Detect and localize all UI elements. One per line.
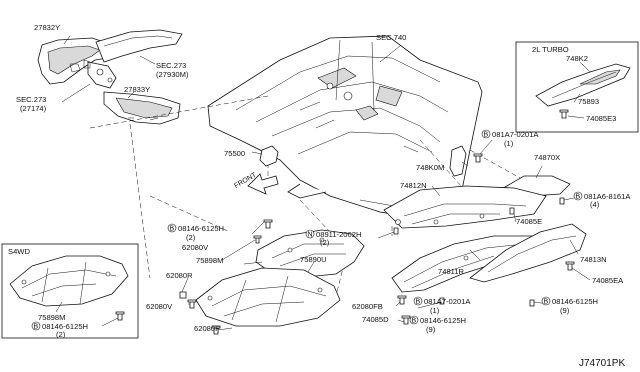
label-bolt-bm-qty: (9) [426, 325, 436, 334]
side-rail-748k0m [449, 145, 469, 177]
label-27832y: 27832Y [34, 23, 60, 32]
bolt-letter-right: B [576, 194, 581, 201]
bolt-symbol-br [541, 296, 551, 306]
bolt-letter-bm: B [412, 318, 417, 325]
label-bolt-left-qty: (2) [186, 233, 196, 242]
front-arrow [247, 173, 279, 195]
label-75890u: 75890U [300, 255, 327, 264]
cover-75898m [243, 229, 365, 279]
inset-2l-turbo-frame [515, 41, 639, 133]
cover-75890u [195, 261, 341, 327]
inset-2l-turbo [515, 41, 639, 133]
bracket-75500 [251, 145, 279, 167]
inset-turbo-labels: 2L TURBO 748K2 75893 74085E3 [532, 45, 616, 123]
bolt-letter-s4wd: B [34, 324, 39, 331]
label-bolt-mid-qty: (1) [430, 306, 440, 315]
label-bolt-left-code: 08146-6125H [178, 224, 224, 233]
label-75898m: 75898M [196, 256, 223, 265]
cover-74811r [391, 235, 535, 293]
label-74085e: 74085E [516, 217, 542, 226]
bolt-symbol-s4wd [31, 321, 41, 331]
label-75500: 75500 [224, 149, 245, 158]
label-74813n: 74813N [580, 255, 607, 264]
label-74085d: 74085D [362, 315, 389, 324]
nut-symbol [305, 229, 315, 239]
label-s4wd-bolt-qty: (2) [56, 330, 66, 339]
cover-74813n [469, 223, 587, 283]
label-bolt-mid-code: 081A7-0201A [424, 297, 471, 306]
label-74085e3: 74085E3 [586, 114, 616, 123]
label-62080v-b: 62080V [146, 302, 173, 311]
cover-74812n [383, 185, 547, 229]
label-27833y: 27833Y [124, 85, 150, 94]
label-748k0m: 748K0M [416, 163, 444, 172]
inset-turbo-title: 2L TURBO [532, 45, 569, 54]
label-748k2: 748K2 [566, 54, 588, 63]
label-nut-qty: (2) [320, 238, 330, 247]
label-bolt-br-qty: (9) [560, 306, 570, 315]
label-sec740: SEC.740 [376, 33, 406, 42]
label-62080r: 62080R [166, 271, 193, 280]
label-nut-code: 08911-2062H [316, 230, 361, 239]
label-s4wd-75898m: 75898M [38, 313, 65, 322]
bolt-letter-left: B [170, 226, 175, 233]
label-bolt-right-code: 081A6-8161A [584, 192, 631, 201]
bolt-symbol-right [573, 191, 583, 201]
label-74870x: 74870X [534, 153, 560, 162]
label-bolt-top-code: 081A7-0201A [492, 130, 539, 139]
callout-labels: 27832Y SEC.273 (27930M) 27833Y SEC.273 (… [16, 23, 631, 334]
bolt-letter-mid: B [416, 299, 421, 306]
label-sec273-left: SEC.273 [16, 95, 46, 104]
label-74812n: 74812N [400, 181, 427, 190]
label-sec273-right: SEC.273 [156, 61, 186, 70]
bolt-symbol-left [167, 223, 177, 233]
bolt-symbol-bm [409, 315, 419, 325]
label-bolt-right-qty: (4) [590, 200, 600, 209]
diagram-reference-code: J74701PK [579, 358, 625, 369]
label-sec273-right-num: (27930M) [156, 70, 189, 79]
label-62080f: 62080F [194, 324, 220, 333]
bolt-letter-br: B [544, 299, 549, 306]
inset-s4wd-labels: S4WD 75898M B 08146-6125H (2) [8, 247, 88, 339]
label-62080fb: 62080FB [352, 302, 383, 311]
label-74085ea: 74085EA [592, 276, 624, 285]
label-75893: 75893 [578, 97, 599, 106]
label-bolt-bm-code: 08146-6125H [420, 316, 466, 325]
label-74811r: 74811R [438, 267, 465, 276]
heat-insulator-group [37, 29, 183, 125]
fasteners [179, 139, 591, 335]
label-bolt-br-code: 08146-6125H [552, 297, 598, 306]
inset-s4wd-title: S4WD [8, 247, 30, 256]
label-62080v-a: 62080V [182, 243, 209, 252]
bolt-symbol-top [481, 129, 491, 139]
inset-s4wd-frame [1, 243, 139, 339]
label-sec273-left-num: (27174) [20, 104, 47, 113]
nut-letter: N [308, 232, 313, 239]
floor-pan [207, 35, 483, 223]
bolt-symbol-mid [413, 296, 423, 306]
label-s4wd-bolt-code: 08146-6125H [42, 322, 88, 331]
label-bolt-top-qty: (1) [504, 139, 514, 148]
inset-s4wd [1, 243, 139, 339]
bolt-letter-top: B [484, 132, 489, 139]
